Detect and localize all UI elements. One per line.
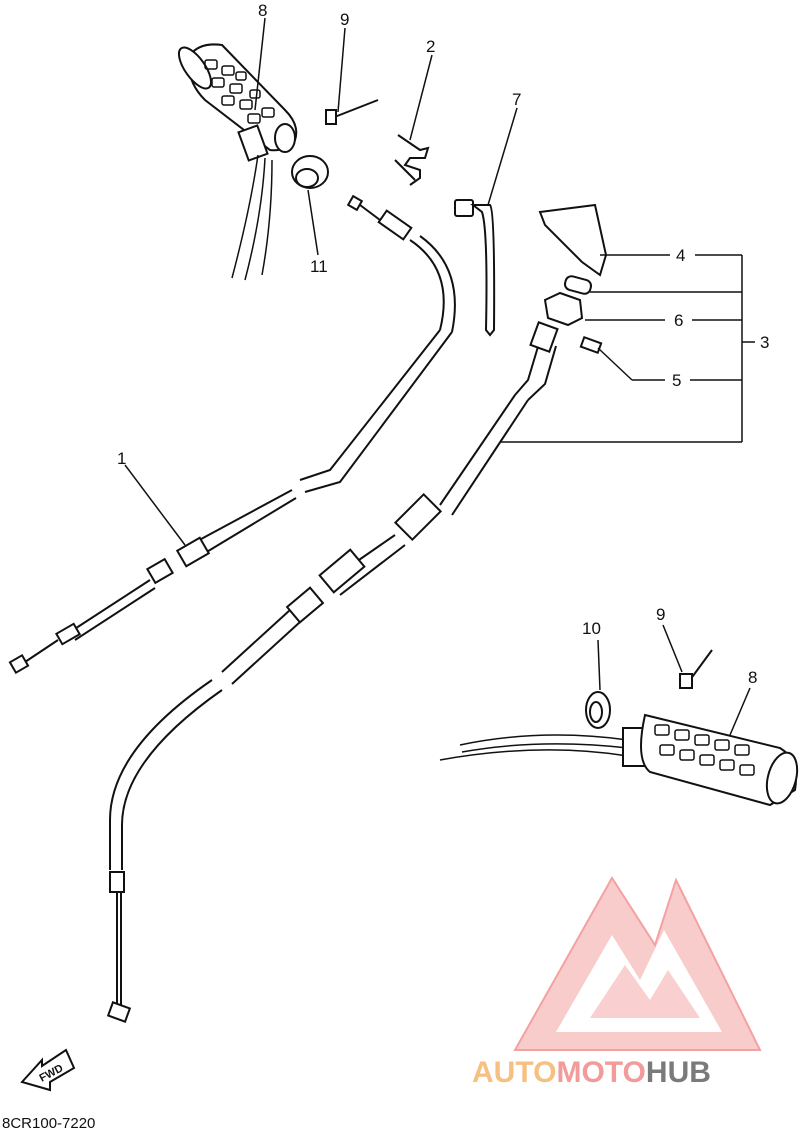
watermark-logo: [513, 876, 762, 1051]
part-2-clip: [394, 134, 430, 186]
callout-8-bottom: 8: [748, 668, 757, 687]
callout-9-top: 9: [340, 10, 349, 29]
part-4-bracket: [538, 203, 608, 295]
part-9-screw-bottom: [679, 649, 713, 689]
callout-9-bottom: 9: [656, 605, 665, 624]
callout-8-top: 8: [258, 1, 267, 20]
fwd-arrow-icon: FWD: [20, 1048, 76, 1092]
svg-text:AUTOMOTOHUB: AUTOMOTOHUB: [472, 1056, 711, 1089]
part-10-collar: [585, 691, 611, 729]
part-8-grip-left: [177, 43, 298, 281]
callout-5: 5: [672, 371, 681, 390]
callout-6: 6: [674, 311, 683, 330]
drawing-code: 8CR100-7220: [2, 1115, 95, 1132]
watermark-hub: HUB: [646, 1056, 711, 1089]
part-8-grip-right: [439, 713, 799, 807]
watermark-auto: AUTO: [472, 1056, 556, 1089]
part-1-cable: [8, 194, 456, 675]
callout-4: 4: [676, 246, 685, 265]
callout-labels: 8 9 2 7 11 4 6 3 5 1 10 9 8: [117, 1, 769, 687]
callout-7: 7: [512, 90, 521, 109]
callout-10: 10: [582, 619, 601, 638]
part-6-nut: [543, 291, 584, 327]
callout-1: 1: [117, 449, 126, 468]
part-5-pin: [579, 335, 603, 355]
callout-3: 3: [760, 333, 769, 352]
part-3-cable: [106, 321, 559, 1023]
watermark-moto: MOTO: [556, 1056, 645, 1089]
part-9-screw-top: [325, 99, 379, 125]
callout-11: 11: [310, 257, 328, 276]
part-7-cable-tie: [454, 199, 496, 337]
part-11-collar: [291, 155, 329, 189]
leader-lines: [124, 17, 755, 736]
callout-2: 2: [426, 37, 435, 56]
